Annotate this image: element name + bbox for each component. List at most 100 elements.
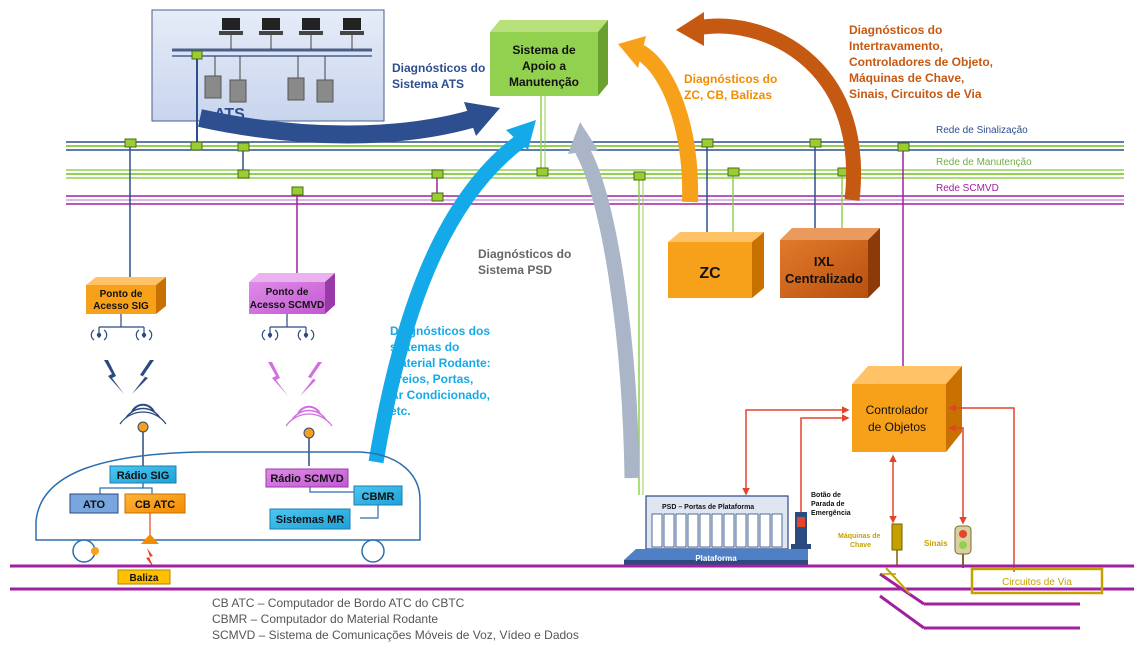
sam-box: Sistema de Apoio a Manutenção	[490, 20, 608, 96]
computer-monitor-icon	[340, 18, 364, 50]
sam-line1: Sistema de	[512, 43, 576, 57]
wireless-antenna-icon	[135, 329, 153, 341]
baliza-group: Baliza	[117, 513, 171, 585]
network-label-manutencao: Rede de Manutenção	[936, 157, 1032, 168]
cbmr-label: CBMR	[362, 491, 395, 503]
network-switch-icon	[727, 167, 740, 177]
network-switch-icon	[701, 138, 714, 148]
co-line1: Controlador	[866, 403, 929, 417]
ap-scmvd-box: Ponto de Acesso SCMVD	[249, 273, 335, 314]
computer-monitor-icon	[259, 18, 283, 50]
network-switch-icon	[897, 142, 910, 152]
network-switch-icon	[190, 141, 203, 151]
server-tower-icon	[287, 56, 305, 101]
wireless-antenna-icon	[297, 329, 315, 341]
ato-box: ATO	[69, 493, 119, 514]
train-body	[35, 451, 421, 563]
diag-ats-text: Diagnósticos do Sistema ATS	[392, 61, 485, 91]
track-circuit-box: Circuitos de Via	[970, 567, 1104, 595]
diag-ixl-line5: Sinais, Circuitos de Via	[849, 87, 982, 101]
arrow-ixl	[676, 12, 862, 201]
legend-line-3: SCMVD – Sistema de Comunicações Móveis d…	[212, 628, 579, 642]
cb-atc-box: CB ATC	[124, 493, 186, 514]
diag-zc-line1: Diagnósticos do	[684, 72, 777, 86]
wireless-antenna-icon	[119, 403, 167, 466]
computer-monitor-icon	[299, 18, 323, 50]
track-lines	[10, 564, 1134, 630]
sistemas-mr-box: Sistemas MR	[269, 508, 351, 530]
diag-mr-line1: Diagnósticos dos	[390, 324, 490, 338]
cbmr-box: CBMR	[353, 485, 403, 506]
server-tower-icon	[316, 56, 334, 103]
server-tower-icon	[229, 56, 247, 103]
ap-scmvd-antennas	[261, 314, 315, 341]
object-controller-box: Controlador de Objetos	[852, 366, 962, 452]
diag-ixl-text: Diagnósticos do Intertravamento, Control…	[849, 23, 993, 101]
plataforma-label: Plataforma	[695, 554, 737, 563]
co-line2: de Objetos	[868, 420, 926, 434]
arrow-rolling-stock	[368, 120, 536, 464]
diag-mr-line5: Ar Condicionado,	[390, 388, 490, 402]
traffic-signal-icon	[954, 525, 972, 568]
network-switch-icon	[431, 192, 444, 202]
diag-psd-text: Diagnósticos do Sistema PSD	[478, 247, 571, 277]
network-switch-icon	[191, 50, 203, 60]
wireless-antenna-icon	[90, 329, 108, 341]
network-switch-icon	[124, 138, 137, 148]
radio-scmvd-box: Rádio SCMVD	[265, 468, 349, 488]
lightning-signal-icon	[146, 548, 154, 568]
legend-line-1: CB ATC – Computador de Bordo ATC do CBTC	[212, 596, 465, 610]
psd-doors	[651, 513, 783, 548]
wireless-antenna-icon	[261, 329, 279, 341]
legend: CB ATC – Computador de Bordo ATC do CBTC…	[212, 596, 579, 642]
network-switch-icon	[633, 171, 646, 181]
ap-sig-antennas	[90, 314, 153, 341]
computer-monitor-icon	[219, 18, 243, 50]
ats-panel: ATS	[151, 9, 385, 146]
switch-machine	[891, 523, 903, 566]
arrow-zc	[618, 36, 699, 203]
diag-mr-line4: Freios, Portas,	[390, 372, 473, 386]
vertical-connections	[129, 96, 904, 495]
sistemas-mr-label: Sistemas MR	[276, 514, 345, 526]
network-switch-icon	[809, 138, 822, 148]
diag-mr-line3: Material Rodante:	[390, 356, 491, 370]
zc-label: ZC	[699, 265, 721, 282]
network-switch-icon	[237, 169, 250, 179]
network-label-scmvd: Rede SCMVD	[936, 183, 999, 194]
ap-scmvd-line1: Ponto de	[266, 287, 309, 298]
radio-sig-box: Rádio SIG	[109, 465, 177, 484]
diag-ats-line1: Diagnósticos do	[392, 61, 485, 75]
ap-sig-box: Ponto de Acesso SIG	[86, 277, 166, 314]
ixl-line1: IXL	[814, 254, 834, 269]
ixl-box: IXL Centralizado	[780, 228, 880, 298]
wireless-antenna-icon	[285, 405, 333, 466]
diag-ixl-line2: Intertravamento,	[849, 39, 943, 53]
ato-label: ATO	[83, 499, 106, 511]
network-switch-icon	[536, 167, 549, 177]
arrow-psd	[568, 122, 640, 479]
diag-mr-line6: etc.	[390, 404, 411, 418]
ap-sig-line1: Ponto de	[100, 289, 143, 300]
diag-psd-line1: Diagnósticos do	[478, 247, 571, 261]
circuitos-label: Circuitos de Via	[1002, 577, 1072, 588]
sinais-label: Sinais	[924, 539, 948, 548]
lightning-signal-icon	[104, 360, 154, 394]
botao-line3: Emergência	[811, 510, 851, 517]
diag-ixl-line3: Controladores de Objeto,	[849, 55, 993, 69]
diag-ixl-line1: Diagnósticos do	[849, 23, 942, 37]
botao-line1: Botão de	[811, 492, 841, 499]
server-tower-icon	[204, 56, 222, 99]
network-label-sinalizacao: Rede de Sinalização	[936, 125, 1028, 136]
legend-line-2: CBMR – Computador do Material Rodante	[212, 612, 438, 626]
network-switch-icon	[237, 142, 250, 152]
ap-scmvd-line2: Acesso SCMVD	[250, 300, 324, 311]
diag-zc-line2: ZC, CB, Balizas	[684, 88, 772, 102]
sam-line3: Manutenção	[509, 75, 579, 89]
diag-ixl-line4: Máquinas de Chave,	[849, 71, 964, 85]
sam-line2: Apoio a	[522, 59, 566, 73]
ixl-line2: Centralizado	[785, 271, 863, 286]
diag-mr-line2: sistemas do	[390, 340, 459, 354]
maquinas-line1: Máquinas de	[838, 533, 881, 540]
